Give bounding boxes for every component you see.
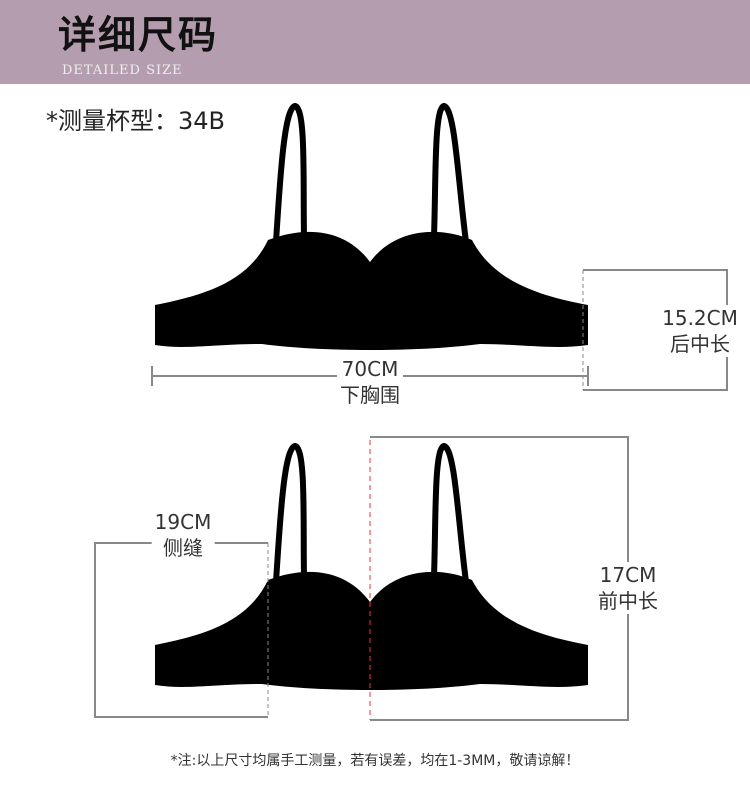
page-title: 详细尺码 <box>58 12 219 57</box>
underbust-measurement: 70CM 下胸围 <box>337 356 403 408</box>
bra-illustration-top <box>155 102 588 350</box>
measurement-value: 15.2CM <box>662 306 738 330</box>
measurement-value: 70CM <box>341 357 399 381</box>
measurement-name: 后中长 <box>669 332 730 356</box>
front-center-measurement: 17CM 前中长 <box>595 562 661 614</box>
measurement-name: 下胸围 <box>340 383 400 407</box>
measurement-name: 侧缝 <box>162 536 203 560</box>
measurement-value: 17CM <box>599 563 657 587</box>
side-seam-measurement: 19CM 侧缝 <box>151 509 215 561</box>
header-banner: 详细尺码 DETAILED SIZE <box>0 0 750 84</box>
measurement-value: 19CM <box>154 510 212 534</box>
bra-illustration-bottom <box>155 442 588 690</box>
back-center-measurement: 15.2CM 后中长 <box>659 305 741 357</box>
page-subtitle: DETAILED SIZE <box>62 63 183 78</box>
measurement-note: *注:以上尺寸均属手工测量，若有误差，均在1-3MM，敬请谅解！ <box>170 753 580 769</box>
cup-size-label: *测量杯型：34B <box>46 107 226 135</box>
measurement-name: 前中长 <box>598 589 658 613</box>
